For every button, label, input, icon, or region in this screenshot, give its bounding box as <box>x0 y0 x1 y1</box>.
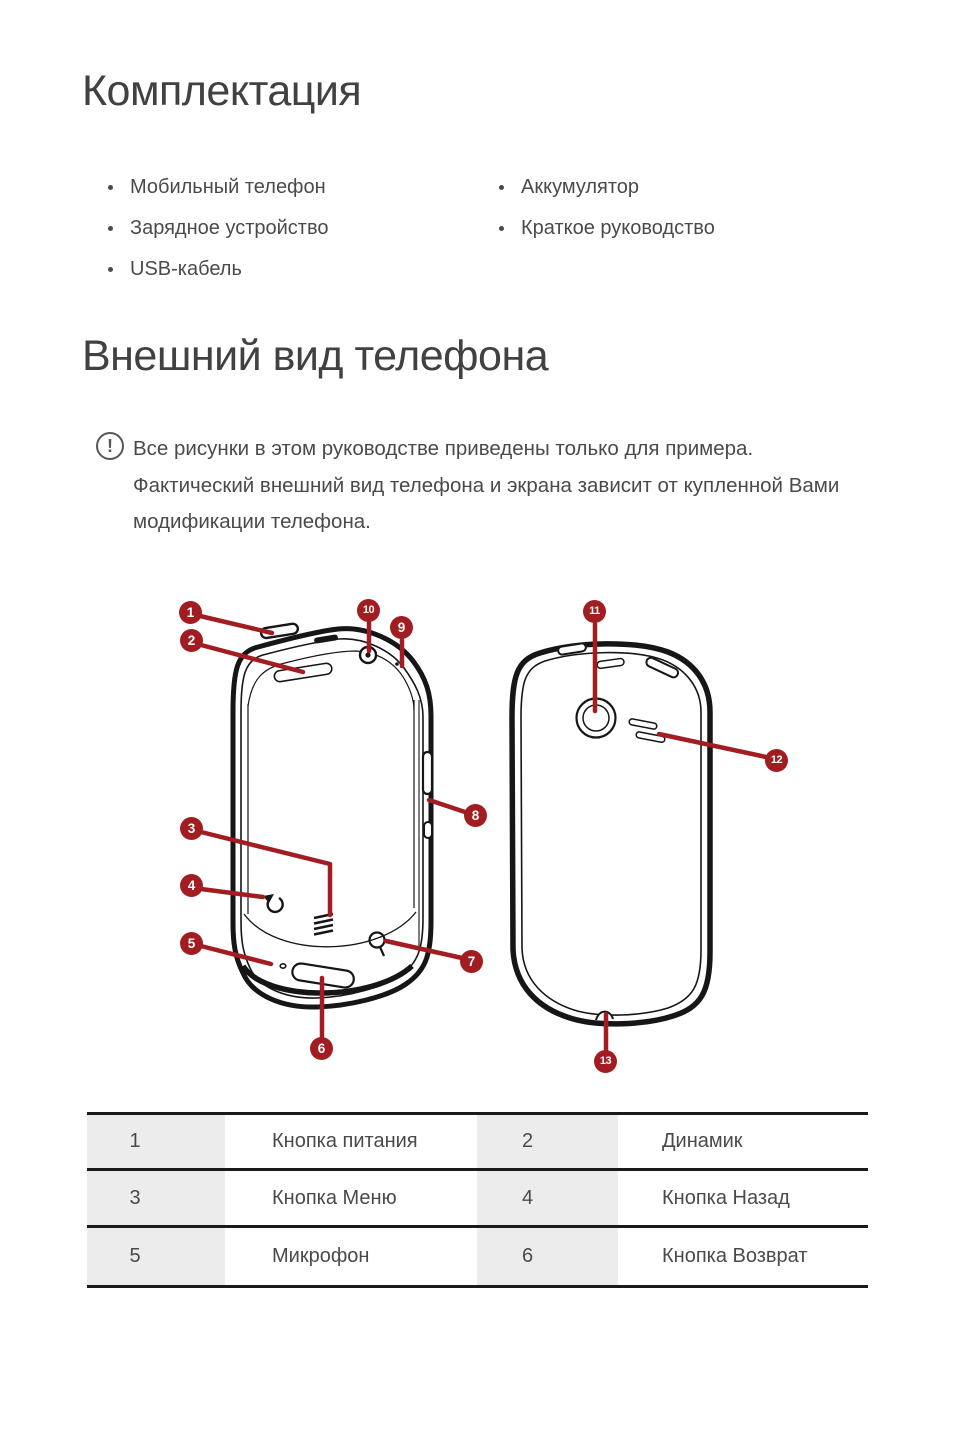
second-mic-dot <box>395 662 399 666</box>
callout-6: 6 <box>310 1037 333 1060</box>
back-icon <box>263 894 284 914</box>
volume-key-rear <box>645 656 680 679</box>
leader-line-1 <box>197 613 275 636</box>
top-slot <box>314 634 338 644</box>
power-button-rear <box>557 642 587 656</box>
back-inner-outline <box>520 651 702 1016</box>
bullet-dot <box>499 226 504 231</box>
package-item-label: Аккумулятор <box>521 176 640 198</box>
callout-12: 12 <box>765 749 788 772</box>
table-cell-label: Кнопка Возврат <box>662 1245 808 1267</box>
table-cell-number: 2 <box>477 1115 618 1168</box>
microphone-hole <box>279 962 287 969</box>
legend-table: 1 Кнопка питания 2 Динамик 3 Кнопка Меню… <box>87 1112 868 1288</box>
leader-line-8 <box>426 797 468 815</box>
table-cell-label: Кнопка Меню <box>272 1186 397 1209</box>
callout-3: 3 <box>180 817 203 840</box>
leader-line-12 <box>656 731 769 760</box>
callout-10: 10 <box>357 599 380 622</box>
callout-11: 11 <box>583 600 606 623</box>
phone-diagram <box>197 613 769 1053</box>
leader-line-3 <box>198 829 333 918</box>
package-item-label: Зарядное устройство <box>130 217 329 239</box>
package-list-left: Мобильный телефон Зарядное устройство US… <box>108 167 329 290</box>
callout-8: 8 <box>464 804 487 827</box>
bullet-dot <box>108 267 113 272</box>
rear-speaker-slot-2 <box>635 731 666 744</box>
table-cell-label: Динамик <box>662 1130 743 1152</box>
bullet-dot <box>108 185 113 190</box>
back-body-outline <box>509 641 713 1027</box>
note-line: Фактический внешний вид телефона и экран… <box>133 473 840 497</box>
callout-2: 2 <box>180 629 203 652</box>
list-item: Аккумулятор <box>499 167 715 208</box>
page-title-package: Комплектация <box>82 67 362 115</box>
package-list-right: Аккумулятор Краткое руководство <box>499 167 715 249</box>
package-item-label: Краткое руководство <box>521 217 715 239</box>
list-item: USB-кабель <box>108 249 329 290</box>
table-cell-number: 6 <box>477 1228 618 1285</box>
page-title-appearance: Внешний вид телефона <box>82 332 549 380</box>
note-exclamation-icon: ! <box>96 432 124 460</box>
screen-chin-curve <box>243 911 417 948</box>
leader-line-2 <box>198 642 306 675</box>
screen-top-edge <box>247 650 415 711</box>
callout-leader-lines <box>197 613 769 1053</box>
table-cell-number: 5 <box>87 1228 225 1285</box>
package-item-label: Мобильный телефон <box>130 176 326 198</box>
table-cell-number: 3 <box>87 1171 225 1225</box>
note-line: Все рисунки в этом руководстве приведены… <box>133 437 754 461</box>
callout-9: 9 <box>390 616 413 639</box>
bullet-dot <box>108 226 113 231</box>
table-row: 3 Кнопка Меню 4 Кнопка Назад <box>87 1171 868 1228</box>
list-item: Краткое руководство <box>499 208 715 249</box>
package-item-label: USB-кабель <box>130 258 242 280</box>
leader-line-7 <box>383 938 465 961</box>
table-row: 5 Микрофон 6 Кнопка Возврат <box>87 1228 868 1285</box>
note-line: модификации телефона. <box>133 510 371 534</box>
side-key <box>423 821 433 839</box>
rear-speaker-slot-1 <box>628 718 658 730</box>
leader-line-4 <box>198 886 266 900</box>
table-cell-label: Микрофон <box>272 1245 370 1267</box>
bullet-dot <box>499 185 504 190</box>
callout-4: 4 <box>180 874 203 897</box>
callout-13: 13 <box>594 1050 617 1073</box>
front-body-outline <box>230 626 434 1010</box>
table-row: 1 Кнопка питания 2 Динамик <box>87 1115 868 1171</box>
note-paragraph: Все рисунки в этом руководстве приведены… <box>133 431 878 541</box>
table-cell-label: Кнопка питания <box>272 1130 418 1152</box>
callout-5: 5 <box>180 932 203 955</box>
diagram-back-view <box>509 641 713 1027</box>
table-cell-number: 4 <box>477 1171 618 1225</box>
leader-line-5 <box>198 943 274 967</box>
table-cell-number: 1 <box>87 1115 225 1168</box>
headphone-jack-hole <box>365 652 371 658</box>
volume-key <box>421 750 434 796</box>
callout-7: 7 <box>460 950 483 973</box>
callout-1: 1 <box>179 601 202 624</box>
table-cell-label: Кнопка Назад <box>662 1186 790 1209</box>
list-item: Зарядное устройство <box>108 208 329 249</box>
list-item: Мобильный телефон <box>108 167 329 208</box>
diagram-front-view <box>230 622 434 1010</box>
exclamation-glyph: ! <box>107 436 113 456</box>
